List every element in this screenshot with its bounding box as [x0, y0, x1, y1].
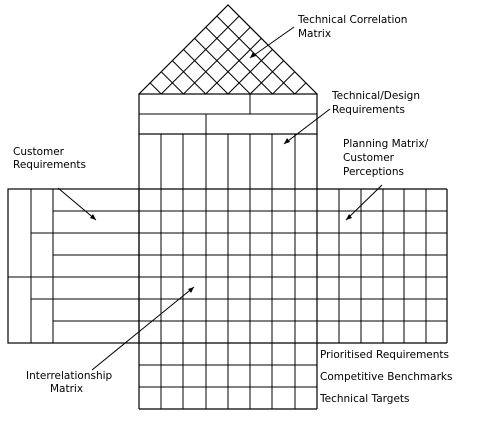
- roof-lattice-line: [149, 82, 162, 95]
- arrowhead-planning: [346, 214, 352, 220]
- label-prioritised: Prioritised Requirements: [320, 349, 449, 361]
- label-correlation-line-1: Technical Correlation: [297, 14, 407, 26]
- roof-grid-lines: [149, 15, 307, 95]
- label-correlation-line-2: Matrix: [298, 28, 331, 40]
- label-planning-line-2: Customer: [343, 152, 395, 164]
- roof-correlation-matrix: [138, 4, 318, 95]
- roof-outline: [138, 4, 318, 95]
- customer-requirements-block: [7, 188, 140, 344]
- customer-requirements-border: [7, 188, 140, 344]
- roof-lattice-line: [205, 26, 273, 95]
- arrow-technical-design: [283, 108, 331, 145]
- roof-lattice-line: [216, 15, 296, 95]
- label-customer-line-2: Requirements: [13, 159, 86, 171]
- arrow-customer: [57, 187, 97, 221]
- roof-lattice-line: [249, 60, 284, 95]
- arrow-correlation: [249, 26, 295, 59]
- label-interrelationship-line-2: Matrix: [50, 383, 83, 395]
- roof-lattice-line: [183, 49, 229, 95]
- arrow-planning: [345, 184, 383, 221]
- labels: Technical Correlation Matrix Technical/D…: [13, 14, 452, 405]
- label-planning-line-3: Perceptions: [343, 166, 404, 178]
- customer-requirement-rows: [53, 210, 139, 322]
- arrowhead-customer: [90, 214, 96, 220]
- label-planning-line-1: Planning Matrix/: [343, 138, 429, 150]
- label-technical-design-line-1: Technical/Design: [331, 90, 420, 102]
- arrowhead-interrelationship: [188, 287, 194, 293]
- technical-requirements-block: [138, 93, 318, 135]
- label-customer-line-1: Customer: [13, 146, 65, 158]
- label-interrelationship-line-1: Interrelationship: [26, 370, 113, 382]
- label-competitive: Competitive Benchmarks: [320, 371, 452, 383]
- roof-lattice-line: [160, 15, 240, 95]
- roof-lattice-line: [294, 82, 307, 95]
- roof-lattice-line: [172, 60, 207, 95]
- annotation-arrows: [57, 26, 383, 371]
- arrowhead-technical-design: [284, 138, 290, 144]
- arrowhead-correlation: [250, 52, 256, 58]
- roof-lattice-line: [194, 38, 251, 95]
- label-technical-targets: Technical Targets: [319, 393, 410, 405]
- roof-lattice-line: [205, 38, 262, 95]
- label-technical-design-line-2: Requirements: [332, 104, 405, 116]
- roof-lattice-line: [160, 71, 184, 95]
- arrow-interrelationship: [91, 286, 195, 371]
